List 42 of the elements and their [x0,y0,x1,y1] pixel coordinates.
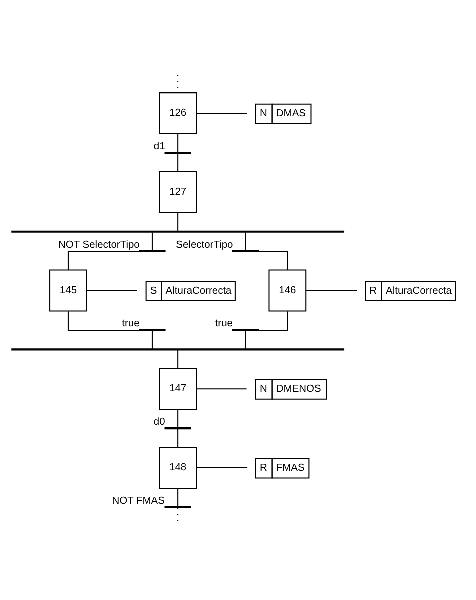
connector [196,112,248,114]
connector [196,466,248,468]
connector [245,330,246,349]
connector [178,350,179,368]
node-box: 148 [159,446,198,488]
node-bar [139,250,166,252]
node-box: 146 [268,269,307,312]
node-bar [139,328,166,331]
node-box: 127 [159,170,198,213]
connector [152,330,153,349]
connector [178,428,179,447]
node-bar [164,506,192,508]
node-bar [232,250,259,252]
node-label: SelectorTipo [176,239,234,250]
node-bar [164,151,192,154]
connector [258,311,288,331]
connector [68,250,140,270]
node-box: 126 [159,92,198,134]
connector [68,311,140,331]
connector [306,290,358,291]
connector [178,488,179,506]
node-box: 147 [159,368,198,410]
connector [178,134,179,152]
node-bar [232,328,259,331]
node-label: true [215,318,233,330]
node-label: NOT SelectorTipo [58,239,140,250]
node-label: true [122,318,140,330]
connector [178,153,179,172]
connector [258,250,288,270]
node-bar [12,348,345,350]
node-bar [12,230,345,232]
connector [178,409,179,428]
connector [196,388,247,390]
node-bar [164,427,192,430]
node-box: 145 [50,269,88,312]
connector [178,212,179,230]
connector [245,232,246,250]
connector [86,290,138,291]
node-label: d1 [154,140,166,152]
node-label: d0 [154,416,166,428]
connector [152,232,153,250]
node-label: NOT FMAS [112,495,165,506]
